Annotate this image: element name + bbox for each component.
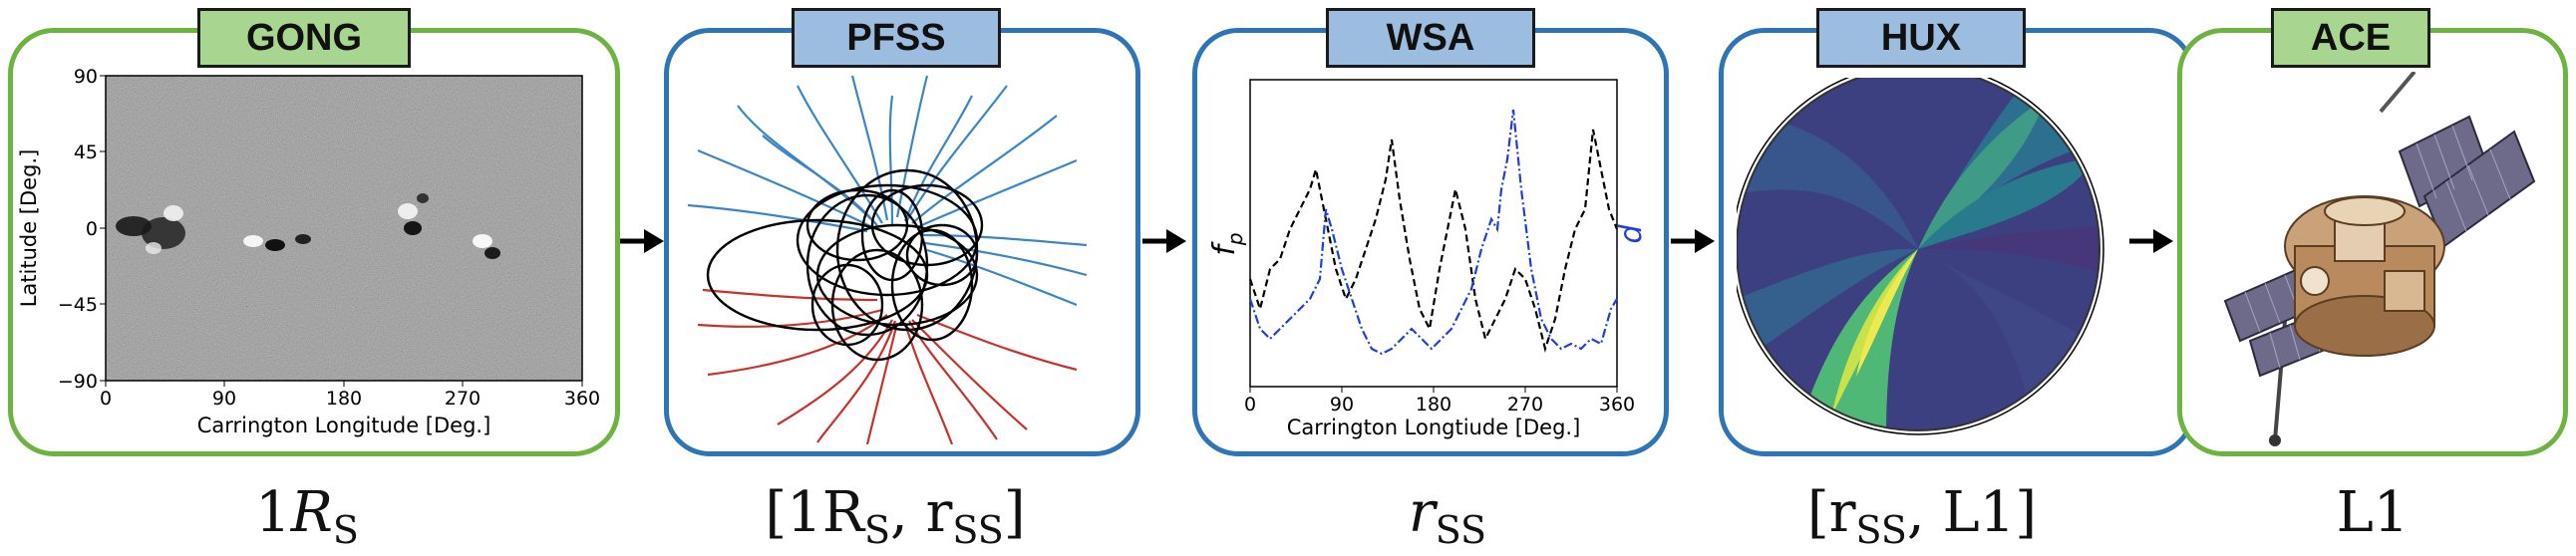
wsa-xtick: 90 — [1330, 394, 1354, 416]
pfss-closed-loops — [706, 168, 984, 362]
ace-spacecraft — [2223, 72, 2536, 446]
wsa-fp-series — [1248, 129, 1619, 353]
wsa-left-ylabel: fp — [1207, 232, 1247, 255]
pfss-open-south-lines — [697, 288, 1078, 444]
gong-xlabel: Carrington Longitude [Deg.] — [197, 414, 491, 437]
wsa-x-ticks: 0 90 180 270 360 — [1244, 387, 1635, 416]
wsa-caption-main: r — [1408, 480, 1436, 545]
arrow-wsa-to-hux — [1671, 229, 1715, 253]
wsa-plot: 0 90 180 270 360 Carrington Longtiude [D… — [1207, 79, 1649, 439]
hux-polar-plot — [1737, 78, 2104, 435]
gong-caption-pre: 1 — [255, 480, 291, 545]
wsa-xtick: 270 — [1507, 394, 1543, 416]
pfss-caption-mid: , r — [890, 480, 953, 545]
wsa-caption-sub: SS — [1435, 508, 1487, 553]
ace-tag: ACE — [2271, 8, 2430, 68]
gong-xtick: 90 — [212, 388, 236, 410]
arrow-pfss-to-wsa — [1142, 229, 1186, 253]
pfss-caption-sub2: SS — [952, 508, 1004, 553]
ace-magnetometer — [2269, 434, 2281, 446]
hux-caption-post: , L1] — [1906, 480, 2038, 545]
wsa-d-series — [1248, 109, 1618, 356]
hux-caption-sub: SS — [1855, 508, 1907, 553]
svg-text:fp: fp — [1207, 232, 1247, 255]
ace-caption-text: L1 — [2336, 480, 2410, 545]
gong-ylabel: Latitude [Deg.] — [17, 149, 41, 308]
arrow-gong-to-pfss — [620, 229, 664, 253]
arrow-hux-to-ace — [2129, 229, 2173, 253]
pfss-caption-text: [1R — [765, 480, 864, 545]
gong-x-ticks: 0 90 180 270 360 — [100, 381, 600, 410]
gong-caption-sub: S — [332, 508, 359, 553]
wsa-tag: WSA — [1326, 8, 1535, 68]
hux-tag: HUX — [1816, 8, 2026, 68]
pfss-caption-post: ] — [1003, 480, 1026, 545]
hux-caption: [rSS, L1] — [1807, 480, 2037, 552]
gong-xtick: 270 — [445, 388, 481, 410]
wsa-xtick: 360 — [1599, 394, 1635, 416]
gong-xtick: 360 — [564, 388, 600, 410]
pfss-caption-sub1: S — [863, 508, 891, 553]
gong-magnetogram-image — [106, 76, 582, 381]
wsa-right-ylabel: d — [1614, 224, 1649, 244]
hux-caption-pre: [r — [1806, 480, 1856, 545]
gong-ytick: −90 — [58, 371, 98, 393]
pfss-open-north-lines — [687, 76, 1088, 307]
wsa-xtick: 0 — [1244, 394, 1256, 416]
ace-boom — [2379, 72, 2416, 114]
gong-ytick: 45 — [74, 141, 98, 163]
pfss-tag: PFSS — [792, 8, 1001, 68]
pfss-caption: [1RS, rSS] — [765, 480, 1025, 552]
ace-panel-grid — [2244, 125, 2511, 369]
gong-magnetogram-plot: 90 45 0 −45 −90 0 90 180 270 360 Latitud… — [17, 66, 600, 437]
ace-caption: L1 — [2337, 480, 2410, 545]
gong-y-ticks: 90 45 0 −45 −90 — [58, 66, 106, 393]
gong-xtick: 180 — [326, 388, 362, 410]
gong-xtick: 0 — [100, 388, 112, 410]
wsa-left-ylabel-sub: p — [1223, 232, 1247, 246]
gong-caption: 1RS — [255, 480, 359, 552]
pfss-field-lines — [687, 76, 1088, 444]
gong-caption-main: R — [290, 480, 333, 545]
wsa-xtick: 180 — [1416, 394, 1451, 416]
hux-velocity-field — [1737, 78, 2099, 430]
gong-ytick: −45 — [58, 294, 98, 316]
gong-tag: GONG — [197, 8, 411, 68]
ace-body — [2284, 195, 2445, 357]
gong-ytick: 0 — [86, 218, 98, 240]
wsa-xlabel: Carrington Longtiude [Deg.] — [1287, 416, 1581, 439]
gong-ytick: 90 — [74, 66, 98, 88]
wsa-caption: rSS — [1409, 480, 1486, 552]
